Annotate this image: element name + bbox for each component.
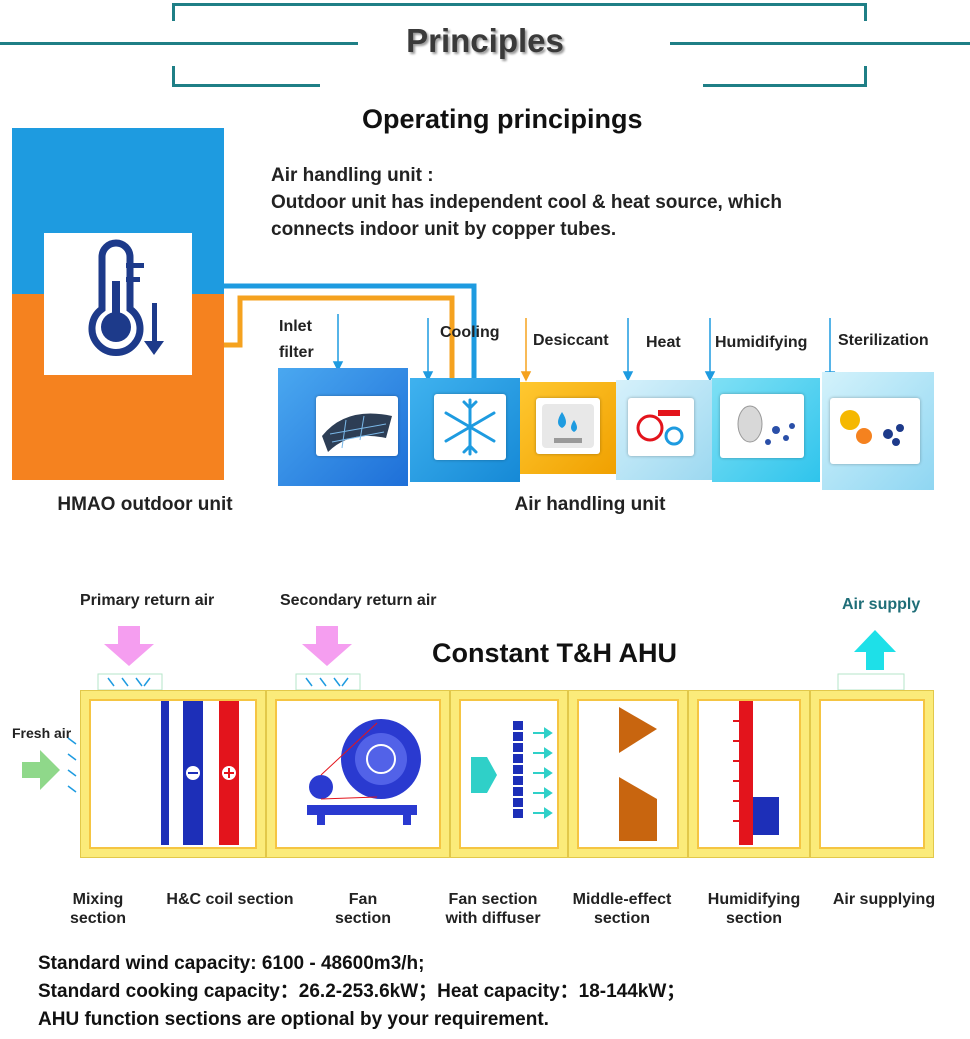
humidifier-icon (737, 405, 795, 445)
label-mixing-section: Mixing section (69, 891, 126, 927)
stage-box-heat (616, 380, 712, 480)
fresh-air-label: Fresh air (12, 725, 72, 741)
stage-label-humidifying: Humidifying (715, 334, 808, 351)
thermometer-panel (44, 233, 192, 375)
stage-box-desiccant (520, 382, 616, 474)
section-fan (266, 690, 450, 858)
primary-return-arrow-icon (104, 626, 154, 666)
stage-label-desiccant: Desiccant (533, 332, 609, 349)
stage-box-humidifying (712, 378, 820, 482)
ahu-caption: Air handling unit (514, 494, 666, 515)
operating-title: Operating principings (362, 104, 643, 134)
label-middle-effect-section: Middle-effect section (572, 891, 672, 927)
air-supply-arrow-icon (854, 630, 896, 670)
primary-return-air-label: Primary return air (80, 592, 215, 609)
header-left-line (0, 42, 358, 45)
thermometer-icon (88, 239, 164, 356)
label-air-supplying: Air supplying (832, 891, 936, 908)
stage-label-heat: Heat (646, 334, 681, 351)
header-bottom-left-line (172, 84, 320, 87)
water-drop-icon (542, 404, 594, 448)
spec-list: Standard wind capacity: 6100 - 48600m3/h… (38, 950, 685, 1034)
spec-cooling-heat-capacity: Standard cooking capacity：26.2-253.6kW；H… (38, 981, 686, 1002)
sterilization-icon (840, 410, 904, 446)
fresh-air-arrow-icon (22, 750, 60, 790)
coil-icon (161, 701, 239, 845)
stage-label-inlet-filter: Inlet filter (279, 318, 314, 361)
stage-box-cooling (410, 378, 520, 482)
label-humidifying-section: Humidifying section (707, 891, 801, 927)
header-right-line (670, 42, 970, 45)
outdoor-unit-caption: HMAO outdoor unit (57, 494, 233, 515)
page-title: Principles (406, 22, 564, 59)
ahu-title: Constant T&H AHU (432, 638, 677, 668)
stage-box-sterilization (822, 372, 934, 490)
section-mixing-coil (80, 690, 266, 858)
label-coil-section: H&C coil section (166, 891, 294, 908)
label-diffuser-section: Fan section with diffuser (445, 891, 541, 927)
operating-description: Air handling unit : Outdoor unit has ind… (271, 165, 782, 240)
air-supply-label: Air supply (842, 596, 921, 613)
fan-icon (307, 719, 421, 825)
snowflake-icon (444, 398, 496, 456)
diffuser-icon (471, 721, 553, 819)
header-top-line (172, 3, 867, 6)
humidifier-section-icon (733, 701, 779, 845)
stage-box-inlet-filter (278, 368, 408, 486)
section-humidifying (688, 690, 810, 858)
header-bottom-right-line (703, 84, 867, 87)
stage-label-cooling: Cooling (440, 324, 500, 341)
filter-mesh-icon (322, 413, 392, 452)
section-diffuser (450, 690, 568, 858)
secondary-return-air-label: Secondary return air (280, 592, 437, 609)
section-air-supplying (810, 690, 934, 858)
section-middle-effect (568, 690, 688, 858)
copper-tubes (224, 283, 836, 382)
stage-label-sterilization: Sterilization (838, 332, 929, 349)
heat-icon (636, 410, 684, 446)
spec-optional-sections: AHU function sections are optional by yo… (38, 1009, 549, 1030)
bag-filter-icon (619, 707, 657, 841)
label-fan-section: Fan section (334, 891, 391, 927)
spec-wind-capacity: Standard wind capacity: 6100 - 48600m3/h… (38, 953, 425, 974)
secondary-return-arrow-icon (302, 626, 352, 666)
